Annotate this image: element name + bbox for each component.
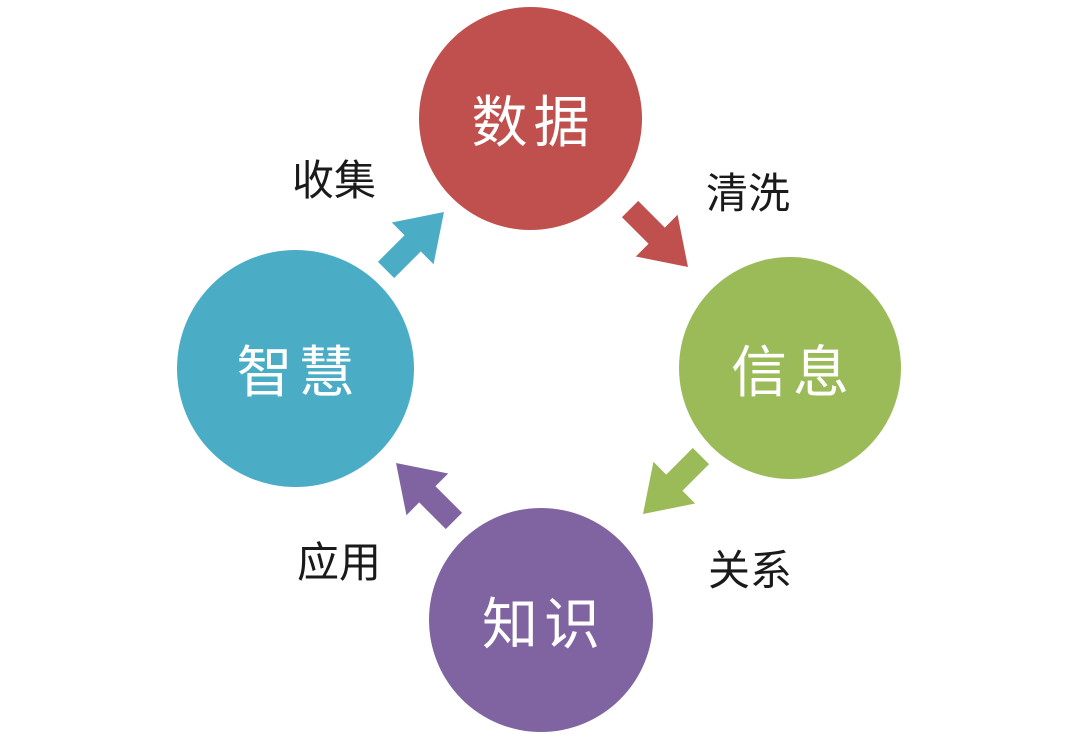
edge-label-clean: 清洗 bbox=[706, 170, 791, 217]
node-data-label: 数据 bbox=[471, 91, 596, 156]
node-wisdom-circle: 智慧 bbox=[177, 250, 414, 487]
node-knowledge-circle: 知识 bbox=[429, 508, 653, 732]
arrow-apply-shape bbox=[396, 463, 463, 530]
arrow-collect-shape bbox=[377, 212, 444, 279]
arrow-relate-icon bbox=[631, 444, 713, 526]
edge-label-relate: 关系 bbox=[708, 547, 793, 594]
node-data-circle: 数据 bbox=[419, 7, 642, 230]
node-information-label: 信息 bbox=[731, 340, 855, 406]
arrow-clean-shape bbox=[621, 200, 688, 267]
arrow-relate-shape bbox=[643, 447, 710, 514]
arrow-collect-icon bbox=[374, 200, 456, 282]
node-information-circle: 信息 bbox=[679, 257, 901, 479]
edge-label-apply: 应用 bbox=[297, 539, 382, 586]
arrow-clean-icon bbox=[618, 197, 700, 279]
node-knowledge-label: 知识 bbox=[482, 592, 606, 658]
arrow-apply-icon bbox=[384, 451, 466, 533]
edge-label-collect: 收集 bbox=[292, 157, 377, 204]
node-wisdom-label: 智慧 bbox=[236, 341, 361, 406]
